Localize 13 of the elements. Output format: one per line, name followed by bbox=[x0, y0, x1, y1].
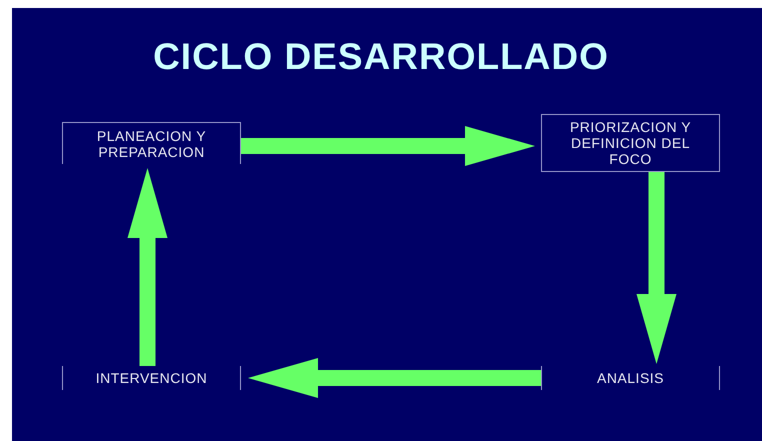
step-label: PLANEACION Y PREPARACION bbox=[96, 128, 208, 160]
block-arrow bbox=[636, 172, 676, 364]
step-label: INTERVENCION bbox=[96, 370, 208, 386]
step-box bbox=[541, 114, 720, 172]
step-box bbox=[62, 366, 241, 390]
step-box bbox=[62, 122, 241, 164]
step-box bbox=[541, 366, 720, 390]
block-arrow bbox=[248, 358, 541, 398]
block-arrow bbox=[128, 168, 168, 366]
block-arrow bbox=[241, 126, 535, 166]
title: CICLO DESARROLLADO bbox=[152, 36, 610, 78]
step-label: PRIORIZACION Y DEFINICION DEL FOCO bbox=[568, 119, 692, 167]
step-label: ANALISIS bbox=[596, 370, 664, 386]
